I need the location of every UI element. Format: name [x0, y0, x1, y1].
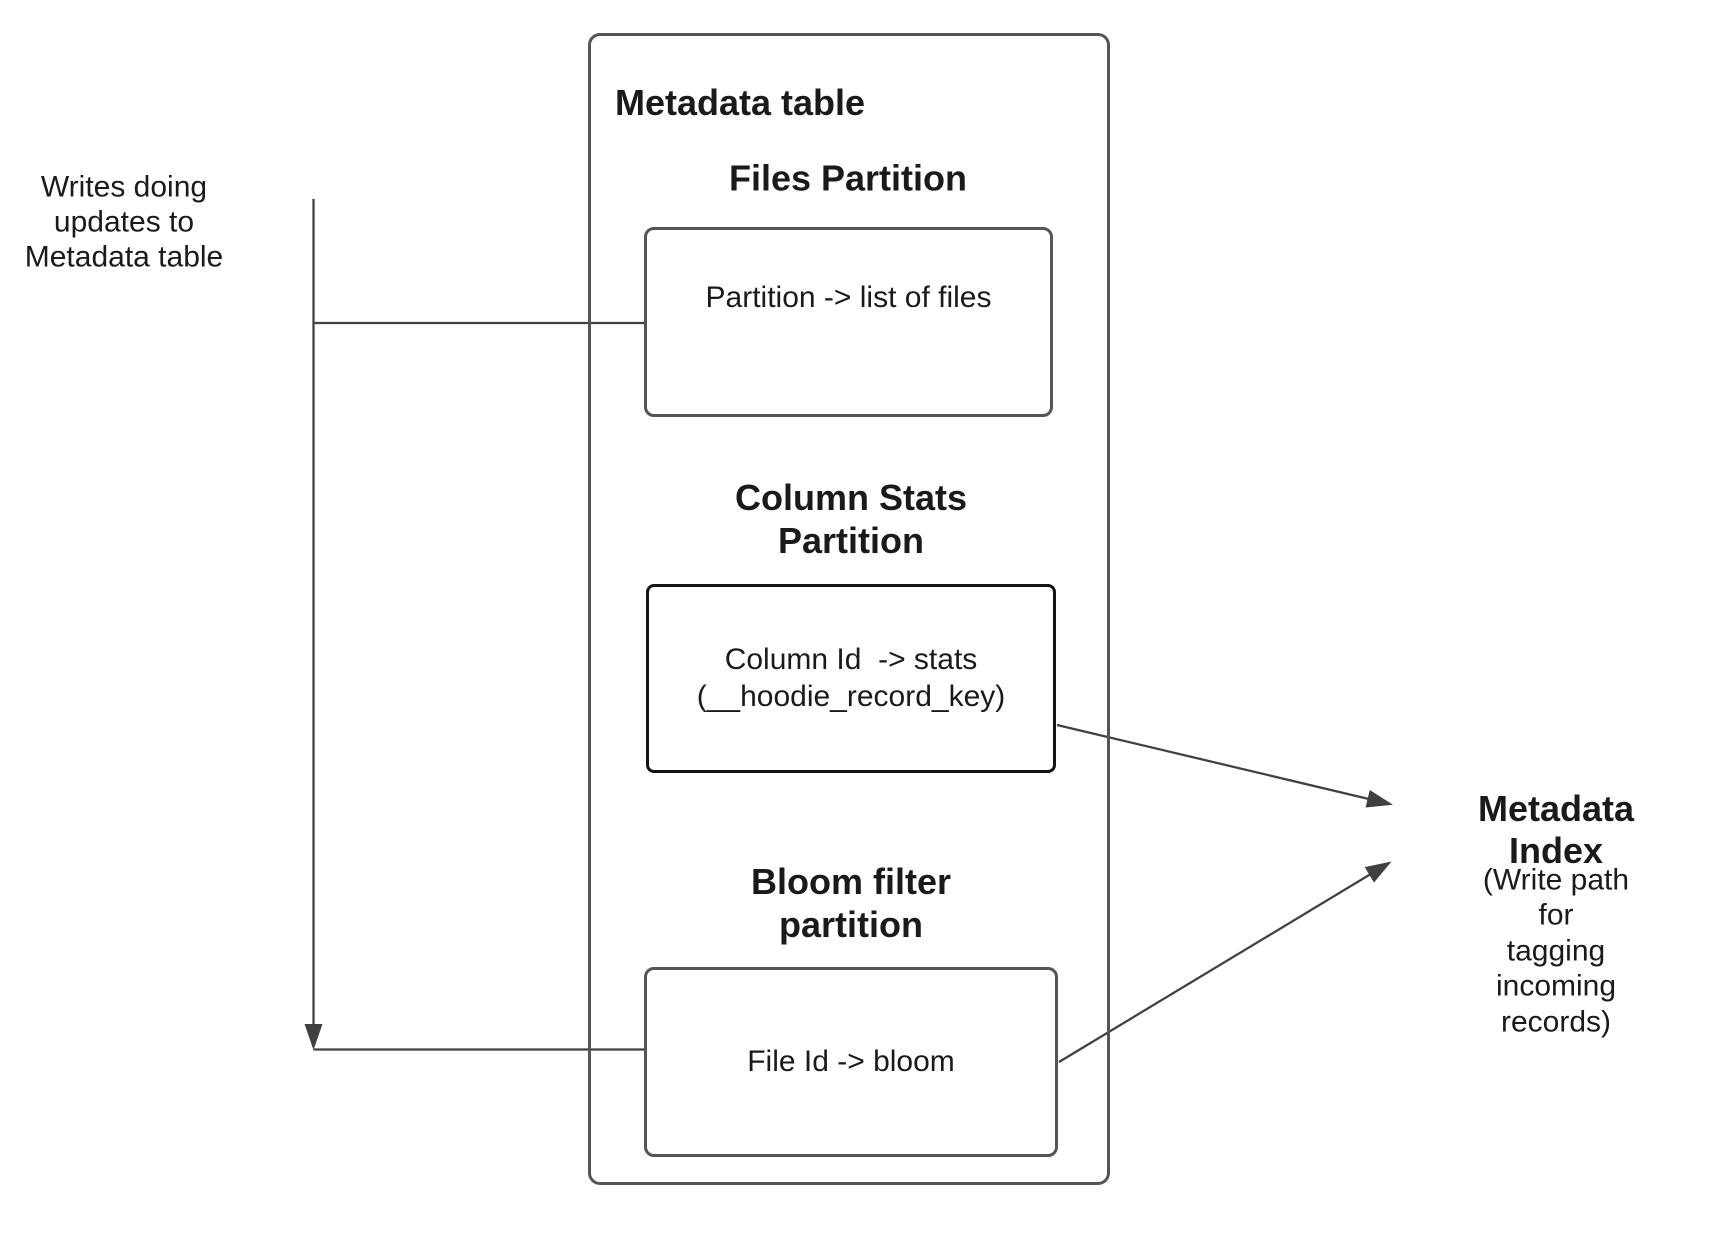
column-stats-partition-box: Column Id -> stats (__hoodie_record_key) — [646, 584, 1056, 773]
files-partition-heading: Files Partition — [728, 157, 968, 199]
column-stats-mapping-text: Column Id -> stats (__hoodie_record_key) — [696, 642, 1006, 713]
bloom-filter-partition-box: File Id -> bloom — [644, 967, 1058, 1157]
metadata-index-title: Metadata Index — [1477, 787, 1635, 871]
column-stats-partition-heading: Column Stats Partition — [734, 476, 968, 561]
bloom-filter-partition-heading: Bloom filter partition — [750, 860, 952, 945]
files-partition-box: Partition -> list of files — [644, 227, 1053, 417]
bloom-mapping-text: File Id -> bloom — [747, 1044, 955, 1078]
files-partition-mapping-text: Partition -> list of files — [705, 280, 992, 314]
metadata-index-note: (Write path for tagging incoming records… — [1482, 863, 1630, 1039]
metadata-table-title: Metadata table — [615, 82, 866, 123]
column-stats-to-index-arrow — [1056, 723, 1393, 808]
bloom-to-index-arrow — [1058, 861, 1392, 1063]
writes-updates-label: Writes doing updates to Metadata table — [24, 170, 224, 274]
metadata-table-container-box — [588, 33, 1110, 1185]
